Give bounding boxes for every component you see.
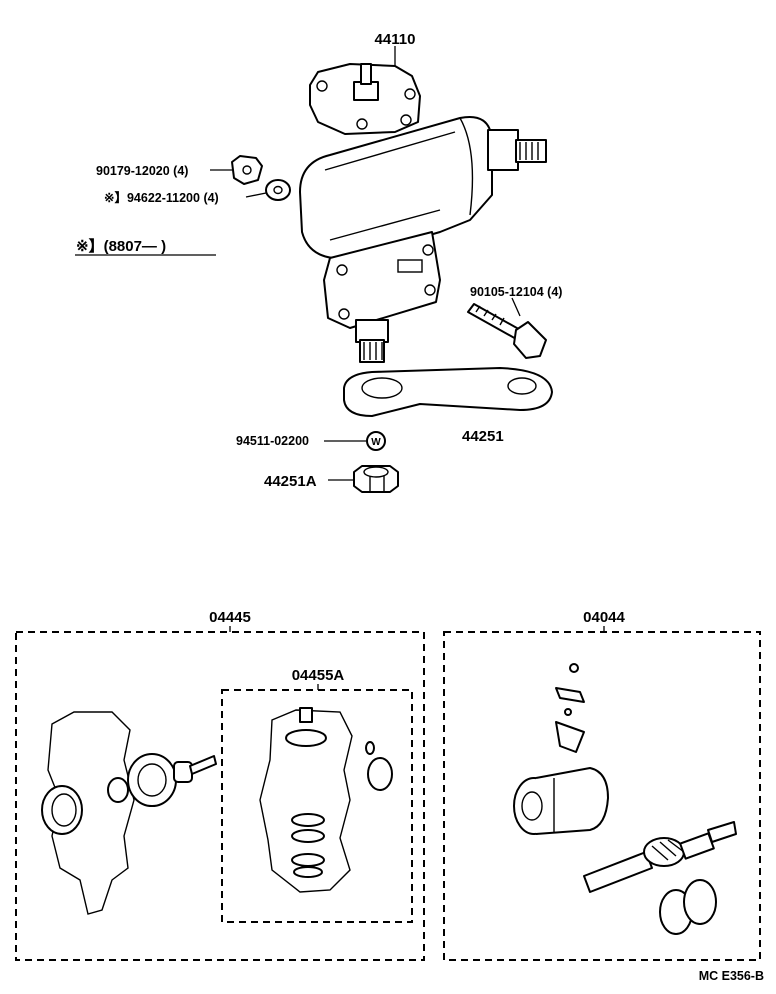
flange-nut [231, 155, 263, 185]
label-04455a: 04455A [292, 667, 345, 684]
label-04044: 04044 [583, 609, 625, 626]
kit-04445-box [15, 631, 425, 961]
pitman-arm [343, 367, 553, 417]
kit-04044-box [443, 631, 761, 961]
leader-lines [75, 46, 521, 481]
label-bolt: 90105-12104 (4) [470, 285, 562, 299]
kit-04044-parts [513, 663, 737, 935]
kit-04445-housing [41, 711, 217, 915]
steering-gear-assembly [299, 63, 547, 363]
label-44110: 44110 [375, 31, 416, 48]
footer-code: MC E356-B [699, 969, 764, 983]
label-nut: 90179-12020 (4) [96, 164, 188, 178]
label-44251a: 44251A [264, 473, 317, 490]
label-04445: 04445 [209, 609, 251, 626]
lock-washer-mark: W [371, 437, 381, 448]
kit-04455a-seals [259, 707, 393, 893]
label-44251: 44251 [462, 428, 504, 445]
label-note: ※】(8807— ) [76, 237, 166, 255]
washer [265, 179, 291, 201]
label-washer: ※】94622-11200 (4) [104, 190, 219, 205]
lock-washer: W [366, 431, 386, 451]
kit-04455a-box [221, 689, 413, 923]
label-lock-washer: 94511-02200 [236, 434, 309, 448]
bolt [467, 303, 547, 359]
labels: 44110 90179-12020 (4) ※】94622-11200 (4) … [76, 31, 764, 983]
arm-nut [353, 465, 399, 493]
